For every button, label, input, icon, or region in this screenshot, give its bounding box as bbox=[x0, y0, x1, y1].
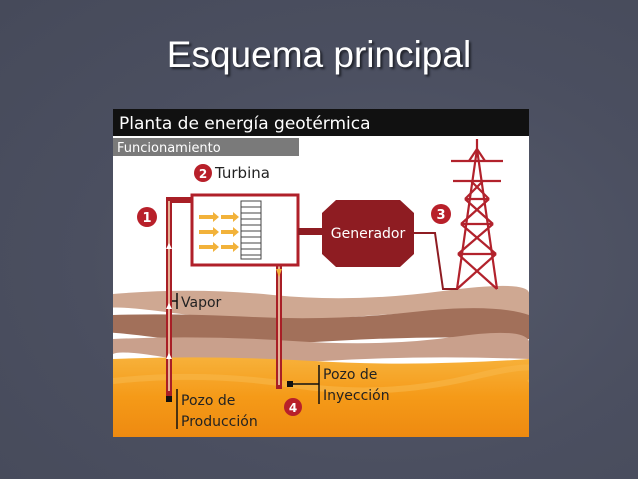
subheader-bar bbox=[113, 138, 299, 156]
production-well-label-line2: Producción bbox=[181, 414, 258, 430]
step-badge-1: 1 bbox=[137, 207, 157, 227]
soil-layer-dark bbox=[113, 308, 529, 344]
flow-arrow-icon bbox=[166, 303, 172, 309]
diagram-canvas: Planta de energía geotérmica Funcionamie… bbox=[113, 109, 529, 437]
turbine-blades-icon bbox=[240, 200, 262, 260]
slide-title: Esquema principal bbox=[166, 34, 472, 75]
injection-well-label-line2: Inyección bbox=[323, 388, 390, 404]
generator-label: Generador bbox=[331, 226, 406, 242]
svg-text:4: 4 bbox=[289, 401, 297, 415]
steam-label: Vapor bbox=[181, 295, 222, 311]
step-badge-4: 4 bbox=[284, 398, 302, 416]
magma-layer bbox=[113, 357, 529, 437]
magma-wave bbox=[113, 364, 529, 394]
subheader-label: Funcionamiento bbox=[117, 141, 221, 156]
production-well-marker bbox=[166, 396, 172, 402]
flow-arrow-icon bbox=[276, 269, 282, 277]
header-bar bbox=[113, 109, 529, 136]
injection-well-marker bbox=[287, 381, 293, 387]
power-tower-icon bbox=[451, 139, 503, 290]
header-title: Planta de energía geotérmica bbox=[119, 114, 371, 134]
svg-text:3: 3 bbox=[436, 208, 445, 223]
injection-pipe bbox=[276, 257, 282, 389]
flow-arrow-icon bbox=[166, 353, 172, 359]
svg-text:1: 1 bbox=[142, 211, 151, 226]
turbine bbox=[190, 193, 300, 267]
soil-layer-mid bbox=[113, 332, 529, 364]
geothermal-diagram: Planta de energía geotérmica Funcionamie… bbox=[113, 109, 529, 437]
injection-well-label-line1: Pozo de bbox=[323, 367, 377, 383]
generator bbox=[322, 200, 414, 267]
step-badge-2: 2 bbox=[194, 164, 212, 182]
svg-text:2: 2 bbox=[199, 167, 207, 181]
turbine-shaft bbox=[298, 228, 326, 235]
steam-arrows bbox=[199, 212, 239, 252]
step-badge-3: 3 bbox=[431, 204, 451, 224]
power-cable bbox=[414, 232, 458, 290]
flow-arrow-icon bbox=[166, 243, 172, 249]
production-pipe bbox=[166, 197, 192, 397]
turbine-label: Turbina bbox=[214, 164, 270, 182]
production-well-label-line1: Pozo de bbox=[181, 393, 235, 409]
